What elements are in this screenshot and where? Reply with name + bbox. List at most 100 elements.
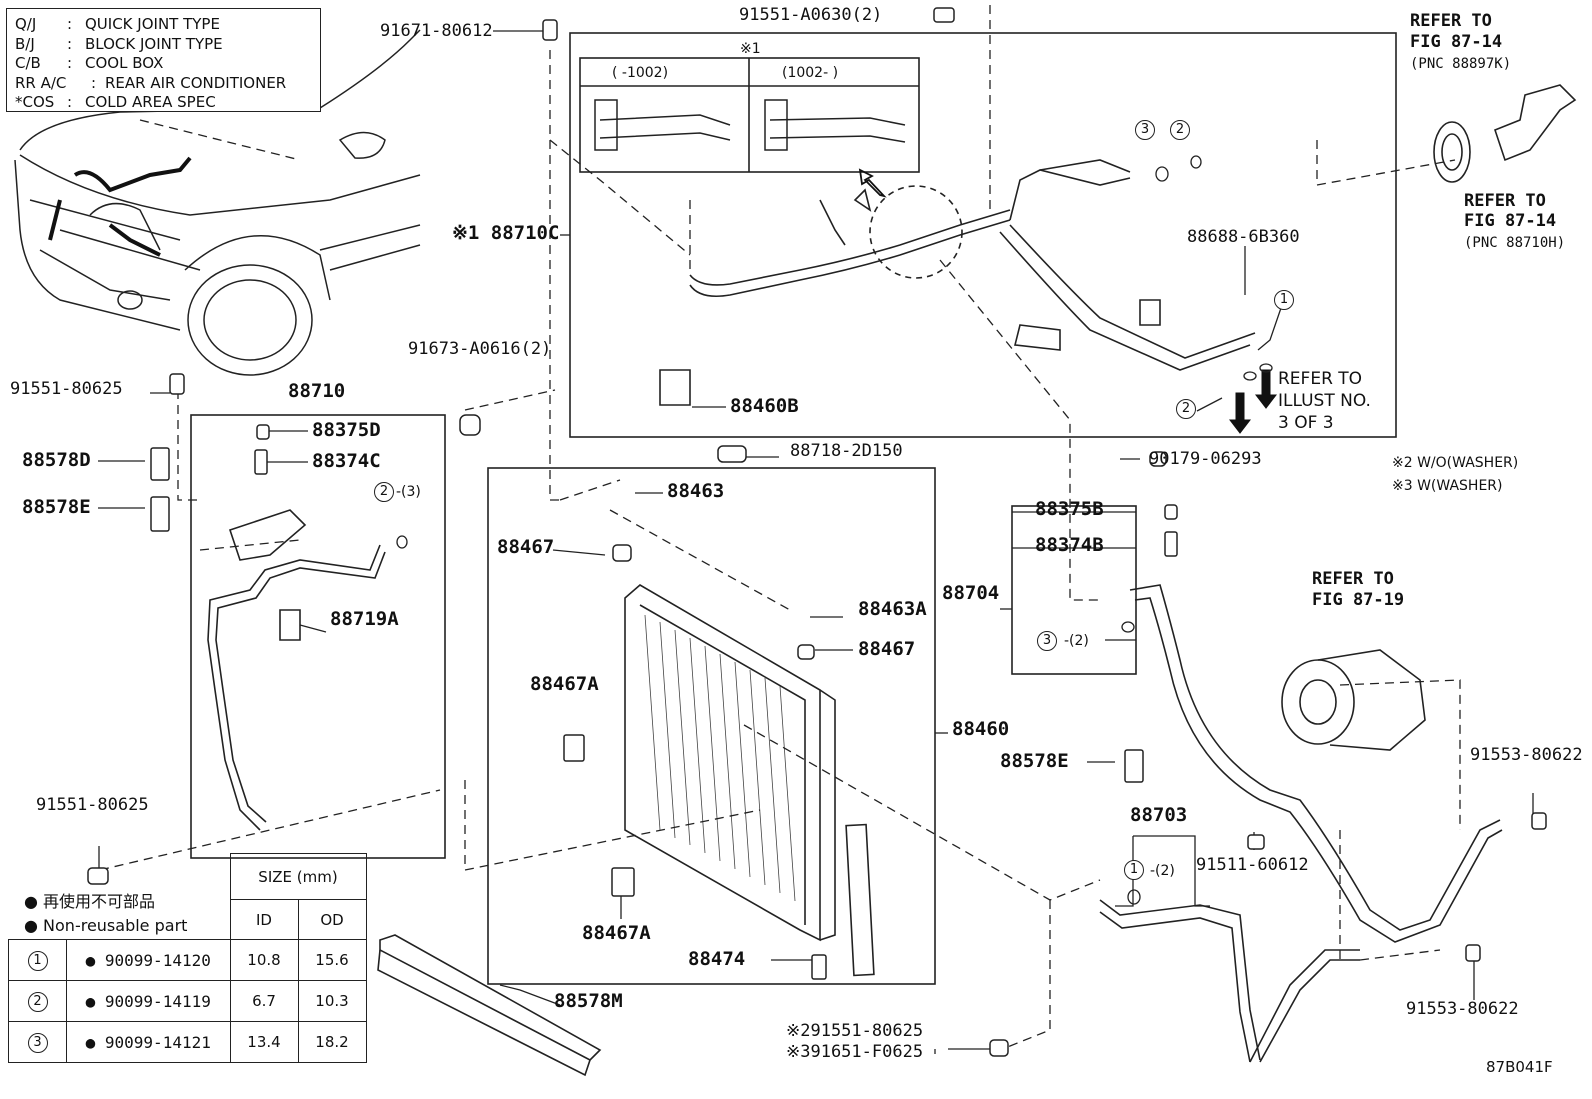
note-without-washer: ※2 W/O(WASHER) [1392, 455, 1519, 471]
refer-fig-87-14-b-line3: (PNC 88710H) [1464, 235, 1566, 251]
label-88374B[interactable]: 88374B [1035, 534, 1104, 556]
refer-fig-87-14-b-line1: REFER TO [1464, 191, 1546, 211]
legend-row: *COS:COLD AREA SPEC [15, 93, 216, 111]
group-88710-box [190, 414, 446, 859]
label-88710[interactable]: 88710 [288, 380, 346, 402]
seal-size-table: SIZE (mm) ID OD 1 ● 90099-14120 10.8 15.… [8, 853, 367, 1063]
col-od-header: OD [297, 899, 367, 940]
refer-illust-line3: 3 OF 3 [1278, 413, 1334, 433]
refer-fig-87-14-a-line1: REFER TO [1410, 11, 1492, 31]
label-88710C[interactable]: ※1 88710C [452, 222, 560, 244]
label-91671-80612[interactable]: 91671-80612 [380, 21, 493, 41]
legend-row: C/B:COOL BOX [15, 54, 164, 72]
condenser [624, 584, 875, 977]
pipe-88710 [207, 509, 386, 831]
refer-fig-87-14-a-line3: (PNC 88897K) [1410, 56, 1512, 72]
arrows [858, 168, 1278, 434]
label-88474[interactable]: 88474 [688, 948, 746, 970]
compressor [1281, 649, 1426, 751]
row-part-number[interactable]: ● 90099-14120 [66, 939, 231, 981]
callout-circle-3: 3 [1135, 120, 1155, 140]
non-reusable-note-jp: ● 再使用不可部品 [24, 892, 156, 911]
label-91511-60612[interactable]: 91511-60612 [1196, 855, 1309, 875]
inset-left-range: ( -1002) [612, 65, 669, 81]
row-id: 10.8 [229, 939, 299, 981]
label-88467-a[interactable]: 88467 [497, 536, 555, 558]
circle-2-qty: -(3) [396, 484, 421, 500]
label-91551-80625-s2[interactable]: ※291551-80625 [786, 1021, 924, 1041]
label-88374C[interactable]: 88374C [312, 450, 381, 472]
abbreviation-legend: Q/J:QUICK JOINT TYPE B/J:BLOCK JOINT TYP… [6, 8, 321, 112]
row-od: 10.3 [297, 980, 367, 1022]
label-91551-80625-b[interactable]: 91551-80625 [36, 795, 149, 815]
vehicle-sketch [14, 29, 421, 376]
upper-hoses [659, 159, 1256, 406]
table-row: 1 ● 90099-14120 10.8 15.6 [8, 939, 367, 981]
label-88578D[interactable]: 88578D [22, 449, 91, 471]
lower-hoses [1099, 584, 1503, 1063]
row-part-number[interactable]: ● 90099-14121 [66, 1021, 231, 1063]
refer-illust-line1: REFER TO [1278, 369, 1363, 389]
refer-fig-87-14-a-line2[interactable]: FIG 87-14 [1410, 32, 1503, 52]
label-91551-80625-a[interactable]: 91551-80625 [10, 379, 123, 399]
row-circle: 3 [27, 1032, 48, 1053]
label-91651-F0625-s3[interactable]: ※391651-F0625 [786, 1042, 924, 1062]
inset-mark: ※1 [740, 41, 761, 57]
label-88375B[interactable]: 88375B [1035, 498, 1104, 520]
label-88375D[interactable]: 88375D [312, 419, 381, 441]
size-header: SIZE (mm) [229, 853, 367, 900]
label-88703[interactable]: 88703 [1130, 804, 1188, 826]
label-88688-6B360[interactable]: 88688-6B360 [1187, 227, 1300, 247]
circle-3-qty: -(2) [1064, 633, 1089, 649]
label-88578M[interactable]: 88578M [554, 990, 623, 1012]
legend-row: B/J:BLOCK JOINT TYPE [15, 35, 223, 53]
label-88463[interactable]: 88463 [667, 480, 725, 502]
refer-fig-87-14-b-line2[interactable]: FIG 87-14 [1464, 211, 1557, 231]
dashed-leaders [99, 5, 1461, 1051]
row-od: 15.6 [297, 939, 367, 981]
condenser-group-box [487, 467, 936, 985]
bolts [87, 7, 1547, 1057]
inset-right-range: (1002- ) [782, 65, 839, 81]
callout-circle-2: 2 [1176, 399, 1196, 419]
legend-row: Q/J:QUICK JOINT TYPE [15, 15, 220, 33]
callout-circle-2: 2 [374, 482, 394, 502]
row-circle: 2 [27, 991, 48, 1012]
col-id-header: ID [229, 899, 299, 940]
table-row: 2 ● 90099-14119 6.7 10.3 [8, 980, 367, 1022]
label-91553-80622-a[interactable]: 91553-80622 [1470, 745, 1583, 765]
label-88578E-a[interactable]: 88578E [22, 496, 91, 518]
label-88467A-b[interactable]: 88467A [582, 922, 651, 944]
label-90179-06293[interactable]: 90179-06293 [1149, 449, 1262, 469]
label-91673-A0616[interactable]: 91673-A0616(2) [408, 339, 552, 359]
refer-illust-line2[interactable]: ILLUST NO. [1278, 391, 1371, 411]
row-circle: 1 [27, 950, 48, 971]
label-88467A-a[interactable]: 88467A [530, 673, 599, 695]
legend-row: RR A/C:REAR AIR CONDITIONER [15, 74, 287, 92]
group-88704-box [1011, 505, 1137, 675]
label-88463A[interactable]: 88463A [858, 598, 927, 620]
callout-circle-3: 3 [1037, 631, 1057, 651]
callout-circle-1: 1 [1274, 290, 1294, 310]
non-reusable-note-en: ● Non-reusable part [24, 916, 188, 935]
figure-code: 87B041F [1486, 1058, 1553, 1076]
label-88467-b[interactable]: 88467 [858, 638, 916, 660]
row-od: 18.2 [297, 1021, 367, 1063]
label-88460B[interactable]: 88460B [730, 395, 799, 417]
row-part-number[interactable]: ● 90099-14119 [66, 980, 231, 1022]
circle-1-qty: -(2) [1150, 863, 1175, 879]
label-91553-80622-b[interactable]: 91553-80622 [1406, 999, 1519, 1019]
label-88704[interactable]: 88704 [942, 582, 1000, 604]
label-88460[interactable]: 88460 [952, 718, 1010, 740]
callout-circle-2: 2 [1170, 120, 1190, 140]
callout-circle-1: 1 [1124, 860, 1144, 880]
label-88718-2D150[interactable]: 88718-2D150 [790, 441, 903, 461]
refer-fig-87-19-line1: REFER TO [1312, 569, 1394, 589]
label-91551-A0630[interactable]: 91551-A0630(2) [739, 5, 883, 25]
label-88719A[interactable]: 88719A [330, 608, 399, 630]
refer-fig-87-19-line2[interactable]: FIG 87-19 [1312, 590, 1405, 610]
note-with-washer: ※3 W(WASHER) [1392, 478, 1503, 494]
row-id: 13.4 [229, 1021, 299, 1063]
label-88578E-b[interactable]: 88578E [1000, 750, 1069, 772]
